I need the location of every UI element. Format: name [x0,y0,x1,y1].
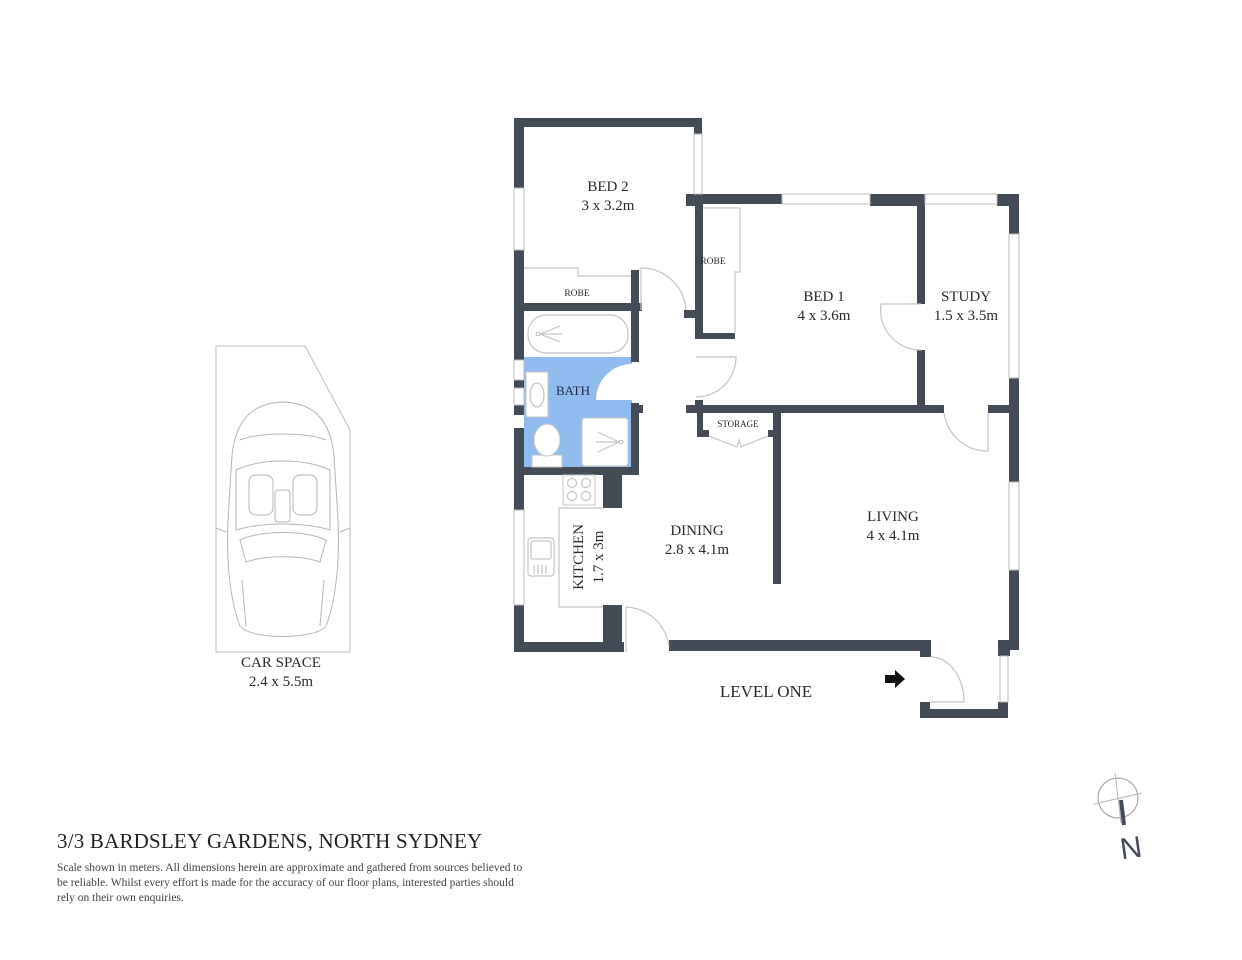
bed1-robe-label: ROBE [700,257,726,267]
living-size: 4 x 4.1m [867,528,920,544]
car-space-label: CAR SPACE [241,655,321,671]
fixtures [524,207,769,608]
car-space-size: 2.4 x 5.5m [249,674,314,690]
arrow-right-icon [885,670,905,688]
dining-size: 2.8 x 4.1m [665,542,730,558]
dining-name: DINING [670,523,723,539]
compass-north-label: N [1118,831,1144,867]
property-address: 3/3 BARDSLEY GARDENS, NORTH SYDNEY [57,829,483,853]
study-name: STUDY [941,289,991,305]
kitchen-name: KITCHEN [571,524,587,590]
north-compass-icon [1093,772,1143,826]
bed2-robe-label: ROBE [564,289,590,299]
bed2-name: BED 2 [587,179,628,195]
disclaimer-text: Scale shown in meters. All dimensions he… [57,862,523,904]
walls [514,118,1019,718]
kitchen-size: 1.7 x 3m [591,530,607,583]
car-icon [215,401,351,637]
bed1-name: BED 1 [803,289,844,305]
car-space [215,345,351,653]
storage-label: STORAGE [717,419,759,429]
study-size: 1.5 x 3.5m [934,308,999,324]
bed1-size: 4 x 3.6m [798,308,851,324]
bed2-size: 3 x 3.2m [582,198,635,214]
doors [625,267,989,703]
bath-name: BATH [556,383,590,398]
living-name: LIVING [867,509,919,525]
level-label: LEVEL ONE [720,682,812,701]
windows [513,133,1020,703]
